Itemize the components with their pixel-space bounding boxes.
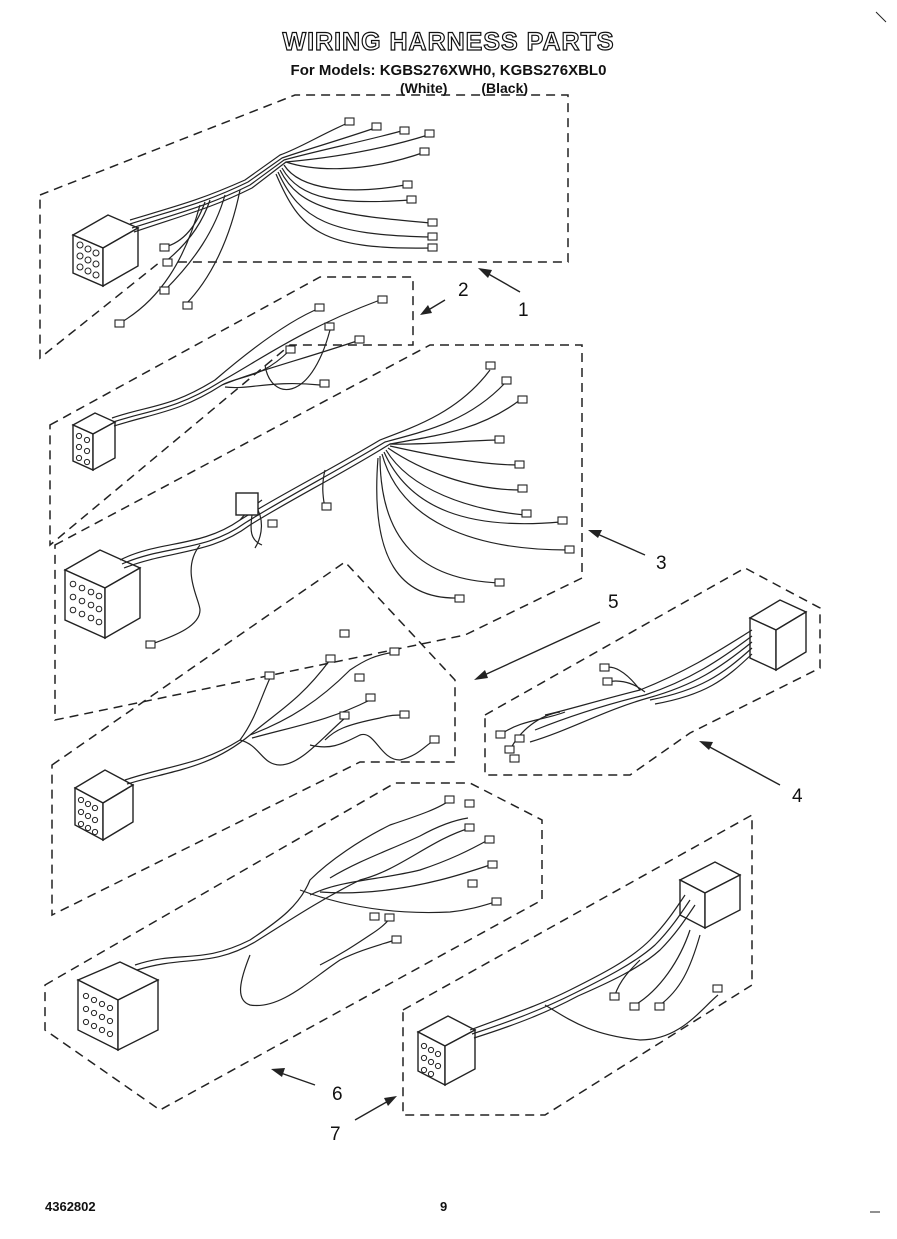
callout-arrows [271, 268, 781, 1121]
connector-block-1 [71, 214, 140, 288]
harness-2 [49, 276, 414, 547]
harness-1 [39, 94, 569, 360]
harness-3 [54, 344, 583, 721]
callout-1: 1 [518, 300, 529, 321]
connector-block-6 [76, 961, 160, 1052]
callout-5: 5 [608, 592, 619, 613]
harness-4 [484, 567, 821, 776]
harness-5 [51, 561, 456, 917]
connector-block-5 [73, 769, 135, 842]
connector-block-2 [71, 412, 117, 472]
callout-3: 3 [656, 553, 667, 574]
page-title: WIRING HARNESS PARTS [282, 27, 615, 56]
harness-7 [402, 813, 753, 1116]
connector-block-7 [416, 861, 742, 1087]
models-line: For Models: KGBS276XWH0, KGBS276XBL0 [290, 62, 607, 79]
connector-block-3 [63, 549, 142, 640]
connector-block-4 [748, 599, 808, 672]
page-number: 9 [440, 1199, 448, 1214]
model-colors: (White) (Black) [400, 80, 558, 96]
callout-7: 7 [330, 1124, 341, 1145]
color-white-label: (White) [400, 80, 448, 96]
callout-6: 6 [332, 1084, 343, 1105]
callout-4: 4 [792, 786, 803, 807]
callout-2: 2 [458, 280, 469, 301]
color-black-label: (Black) [481, 80, 529, 96]
harness-6 [44, 782, 543, 1111]
document-number: 4362802 [45, 1199, 96, 1214]
